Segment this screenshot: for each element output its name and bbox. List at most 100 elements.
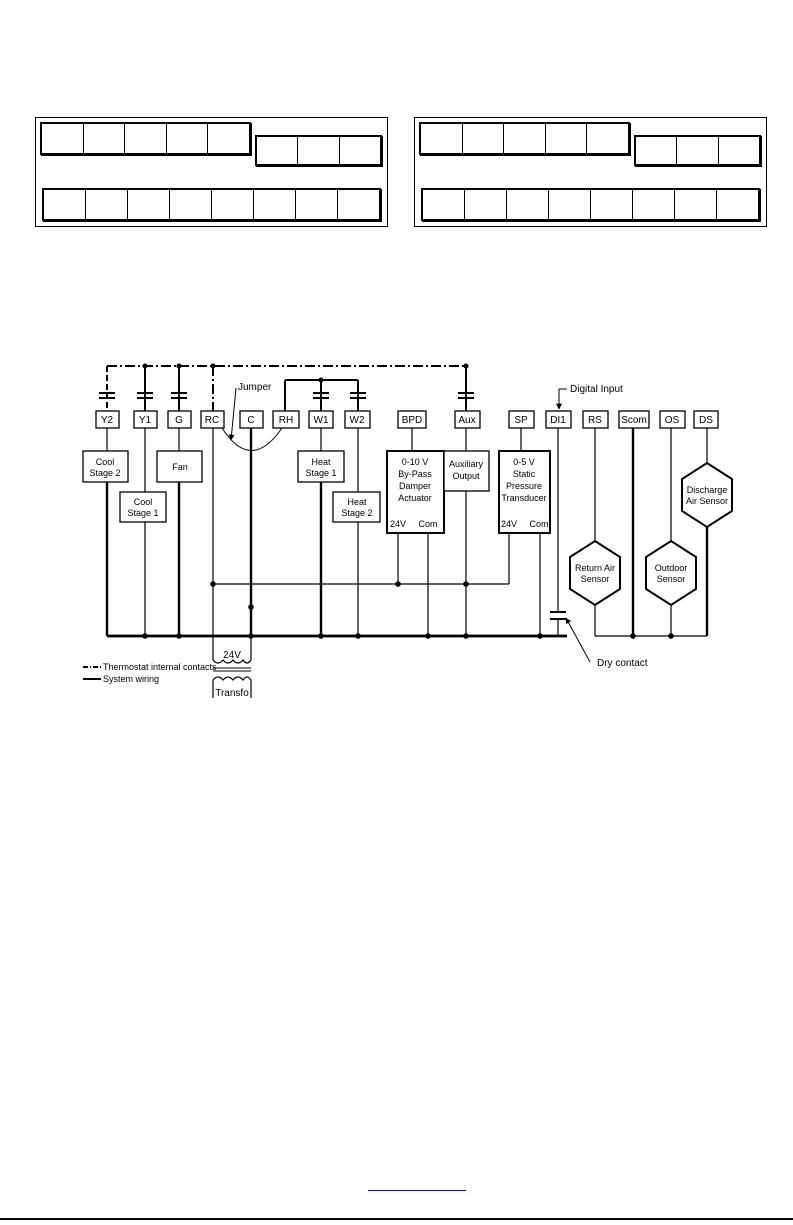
- footer-link[interactable]: [368, 1176, 466, 1191]
- terminal-cell: [44, 190, 86, 219]
- terminal-cell: [170, 190, 212, 219]
- bottom-rule: [0, 1218, 793, 1220]
- terminal-cell: [86, 190, 128, 219]
- outdoor-label: Outdoor: [655, 563, 688, 573]
- terminal-cell: [296, 190, 338, 219]
- terminal-row-mid: [634, 135, 761, 166]
- discharge-label: Discharge: [687, 485, 728, 495]
- cool-stage-1-label: Cool: [134, 497, 153, 507]
- dry-contact-label: Dry contact: [597, 658, 648, 669]
- terminal-cell: [254, 190, 296, 219]
- bypass-damper-pin: Com: [418, 519, 437, 529]
- digital-input-label: Digital Input: [570, 384, 623, 395]
- bypass-damper-label: Actuator: [398, 493, 432, 503]
- fan-label: Fan: [172, 462, 188, 472]
- legend-system-label: System wiring: [103, 674, 159, 684]
- terminal-label-y1: Y1: [139, 415, 152, 426]
- legend: Thermostat internal contacts System wiri…: [83, 662, 217, 684]
- static-pressure-pin: Com: [529, 519, 548, 529]
- terminal-label-w2: W2: [350, 415, 365, 426]
- discharge-air-sensor-icon: [681, 461, 733, 529]
- terminal-label-ds: DS: [699, 415, 713, 426]
- terminal-label-g: G: [175, 415, 183, 426]
- terminal-cell: [423, 190, 465, 219]
- static-pressure-label: 0-5 V: [513, 457, 535, 467]
- terminal-label-w1: W1: [314, 415, 329, 426]
- terminal-cell: [298, 137, 340, 164]
- terminal-cell: [167, 124, 209, 153]
- terminal-label-rs: RS: [588, 415, 602, 426]
- heat-stage-2-label: Stage 2: [341, 508, 372, 518]
- auxiliary-label: Auxiliary: [449, 459, 484, 469]
- heat-stage-2-label: Heat: [347, 497, 367, 507]
- sensor-labels: Return Air Sensor Outdoor Sensor Dischar…: [575, 485, 728, 584]
- terminal-cell: [633, 190, 675, 219]
- terminal-label-sp: SP: [514, 415, 528, 426]
- legend-internal-label: Thermostat internal contacts: [103, 662, 217, 672]
- terminal-cell: [677, 137, 719, 164]
- terminal-row-top: [40, 122, 251, 155]
- terminal-label-di1: DI1: [550, 415, 566, 426]
- return-air-label: Return Air: [575, 563, 615, 573]
- transformer: [212, 636, 252, 698]
- terminal-boxes: [95, 410, 719, 429]
- terminal-cell: [675, 190, 717, 219]
- terminal-label-c: C: [247, 415, 254, 426]
- terminal-label-aux: Aux: [458, 415, 475, 426]
- terminal-row-bottom: [421, 188, 760, 221]
- terminal-cell: [546, 124, 588, 153]
- terminal-cell: [463, 124, 505, 153]
- cool-stage-2-label: Cool: [96, 457, 115, 467]
- terminal-row-bottom: [42, 188, 381, 221]
- terminal-row-top: [419, 122, 630, 155]
- wire-junctions: [142, 581, 674, 639]
- transformer-label: Transfo: [215, 688, 249, 699]
- terminal-cell: [636, 137, 678, 164]
- dry-contact: [550, 611, 566, 620]
- discharge-label: Air Sensor: [686, 496, 728, 506]
- bypass-damper-label: 0-10 V: [402, 457, 429, 467]
- bypass-damper-label: By-Pass: [398, 469, 432, 479]
- cool-stage-2-label: Stage 2: [89, 468, 120, 478]
- terminal-cell: [591, 190, 633, 219]
- terminal-cell: [257, 137, 299, 164]
- digital-input-callout: [556, 388, 567, 410]
- static-pressure-label: Pressure: [506, 481, 542, 491]
- terminal-label-rc: RC: [205, 415, 219, 426]
- terminal-cell: [128, 190, 170, 219]
- cool-stage-1-label: Stage 1: [127, 508, 158, 518]
- auxiliary-label: Output: [452, 471, 480, 481]
- terminal-labels: Y2 Y1 G RC C RH W1 W2 BPD Aux SP DI1 RS …: [101, 415, 713, 426]
- outdoor-sensor-icon: [645, 539, 697, 607]
- terminal-cell: [42, 124, 84, 153]
- bypass-damper-pin: 24V: [390, 519, 406, 529]
- terminal-block-right: [414, 117, 767, 227]
- return-air-sensor-icon: [569, 539, 621, 607]
- heat-stage-1-label: Stage 1: [305, 468, 336, 478]
- contact-symbols: [99, 392, 474, 399]
- load-labels: Cool Stage 2 Cool Stage 1 Fan Heat Stage…: [89, 457, 548, 529]
- terminal-cell: [84, 124, 126, 153]
- terminal-row-mid: [255, 135, 382, 166]
- terminal-cell: [421, 124, 463, 153]
- jumper-label: Jumper: [238, 382, 272, 393]
- internal-contact-bus: [107, 365, 466, 411]
- terminal-cell: [507, 190, 549, 219]
- static-pressure-label: Transducer: [501, 493, 546, 503]
- return-air-label: Sensor: [581, 574, 610, 584]
- system-wiring: [105, 428, 709, 638]
- load-boxes: [82, 450, 551, 534]
- transformer-voltage: 24V: [223, 650, 241, 661]
- terminal-cell: [125, 124, 167, 153]
- dry-contact-arrow: [565, 617, 591, 663]
- terminal-cell: [212, 190, 254, 219]
- static-pressure-label: Static: [513, 469, 536, 479]
- bypass-damper-label: Damper: [399, 481, 431, 491]
- terminal-label-y2: Y2: [101, 415, 114, 426]
- heat-stage-1-label: Heat: [311, 457, 331, 467]
- static-pressure-pin: 24V: [501, 519, 517, 529]
- terminal-cell: [465, 190, 507, 219]
- terminal-label-rh: RH: [279, 415, 293, 426]
- terminal-cell: [549, 190, 591, 219]
